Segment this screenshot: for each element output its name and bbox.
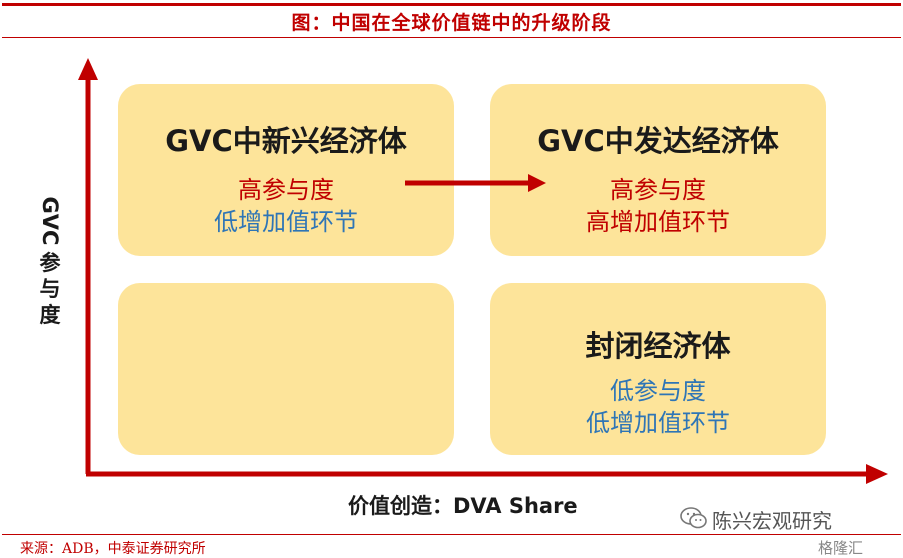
source-note: 来源：ADB，中泰证券研究所	[20, 541, 206, 557]
box-participation: 低参与度	[610, 377, 706, 405]
box-empty	[118, 283, 454, 455]
y-axis-label: GVC 参 与 度	[32, 192, 68, 328]
page-title: 图：中国在全球价值链中的升级阶段	[291, 12, 612, 34]
watermark-text: 陈兴宏观研究	[712, 509, 832, 533]
upgrade-arrowhead	[528, 174, 546, 192]
y-axis-label-char: 与	[39, 277, 61, 301]
bottom-rule	[2, 534, 901, 535]
box-emerging-economies: GVC中新兴经济体 高参与度 低增加值环节	[118, 84, 454, 256]
box-participation: 高参与度	[610, 176, 706, 204]
top-rule	[2, 3, 901, 6]
box-participation: 高参与度	[238, 176, 334, 204]
box-title: 封闭经济体	[585, 329, 731, 363]
title-rule	[2, 37, 901, 38]
box-value-added: 高增加值环节	[586, 208, 730, 236]
y-axis-label-char: 参	[39, 251, 61, 275]
y-axis-label-latin-wrap: GVC	[32, 192, 68, 250]
y-axis-label-char: 度	[39, 303, 61, 327]
box-value-added: 低增加值环节	[586, 409, 730, 437]
x-axis-label: 价值创造：DVA Share	[348, 494, 578, 518]
box-developed-economies: GVC中发达经济体 高参与度 高增加值环节	[490, 84, 826, 256]
y-axis-arrowhead	[78, 58, 98, 80]
y-axis-label-latin: GVC	[38, 196, 62, 246]
box-title: GVC中发达经济体	[537, 124, 779, 158]
box-value-added: 低增加值环节	[214, 208, 358, 236]
brand-logo-text: 格隆汇	[818, 539, 864, 557]
box-closed-economies: 封闭经济体 低参与度 低增加值环节	[490, 283, 826, 455]
wechat-icon	[680, 507, 707, 529]
x-axis-arrowhead	[866, 464, 888, 484]
box-title: GVC中新兴经济体	[165, 124, 407, 158]
